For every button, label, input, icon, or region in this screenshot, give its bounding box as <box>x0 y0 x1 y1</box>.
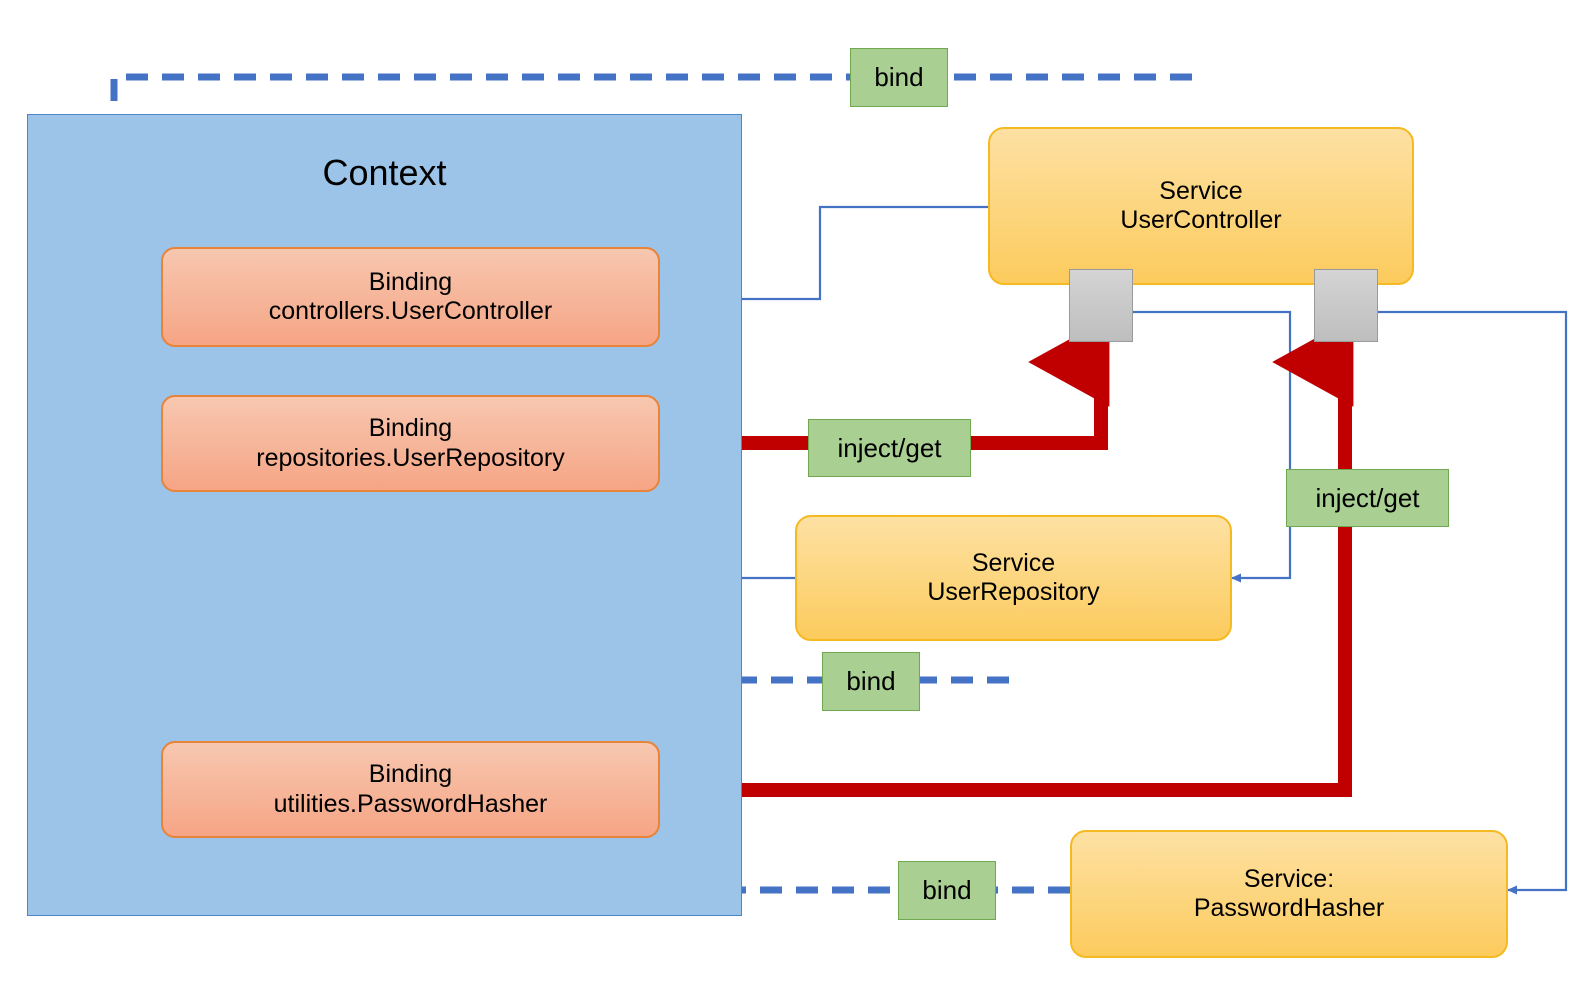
edge-label-bind-hasher: bind <box>898 861 996 920</box>
binding-repositories-userrepository[interactable]: Binding repositories.UserRepository <box>161 395 660 492</box>
binding-controllers-line1: Binding <box>368 267 453 296</box>
service-usercontroller-line2: UserController <box>1120 206 1282 234</box>
context-title: Context <box>322 152 447 193</box>
service-userrepository[interactable]: Service UserRepository <box>795 515 1232 641</box>
binding-repositories-line2: repositories.UserRepository <box>256 443 565 472</box>
service-passwordhasher-line1: Service: <box>1243 864 1335 893</box>
service-passwordhasher[interactable]: Service: PasswordHasher <box>1070 830 1508 958</box>
edge-label-inject-repository-text: inject/get <box>837 432 942 463</box>
edge-label-inject-repository: inject/get <box>808 419 971 477</box>
edge-label-bind-controller-text: bind <box>874 62 924 92</box>
edge-label-bind-repository: bind <box>822 652 920 711</box>
binding-utilities-line2: utilities.PasswordHasher <box>273 789 548 818</box>
edge-label-bind-controller: bind <box>850 48 948 107</box>
service-userrepository-line1: Service <box>971 548 1056 577</box>
connector-port-passwordhasher-to-service <box>1378 310 1568 895</box>
inject-edge-userrepository <box>660 317 1110 450</box>
port-password-hasher-dep[interactable] <box>1314 269 1378 342</box>
edge-label-inject-hasher: inject/get <box>1286 469 1449 527</box>
binding-controllers-usercontroller[interactable]: Binding controllers.UserController <box>161 247 660 347</box>
binding-utilities-line1: Binding <box>368 760 453 788</box>
edge-label-inject-hasher-text: inject/get <box>1315 482 1420 513</box>
edge-label-bind-repository-text: bind <box>846 666 896 696</box>
service-usercontroller-label: Service UserController <box>1120 177 1281 236</box>
binding-controllers-label: Binding controllers.UserController <box>269 268 552 327</box>
binding-utilities-passwordhasher[interactable]: Binding utilities.PasswordHasher <box>161 741 660 838</box>
port-user-repository-dep[interactable] <box>1069 269 1133 342</box>
service-usercontroller-line1: Service <box>1159 176 1243 205</box>
service-usercontroller[interactable]: Service UserController <box>988 127 1414 285</box>
binding-utilities-label: Binding utilities.PasswordHasher <box>274 760 548 819</box>
connector-port-userrepository-to-service <box>1133 310 1292 583</box>
service-passwordhasher-line2: PasswordHasher <box>1193 894 1385 922</box>
service-passwordhasher-label: Service: PasswordHasher <box>1194 865 1384 924</box>
service-userrepository-label: Service UserRepository <box>927 549 1099 608</box>
binding-controllers-line2: controllers.UserController <box>268 297 553 325</box>
binding-repositories-label: Binding repositories.UserRepository <box>256 414 564 473</box>
edge-label-bind-hasher-text: bind <box>922 875 972 905</box>
service-userrepository-line2: UserRepository <box>927 578 1100 606</box>
binding-repositories-line1: Binding <box>368 414 453 442</box>
